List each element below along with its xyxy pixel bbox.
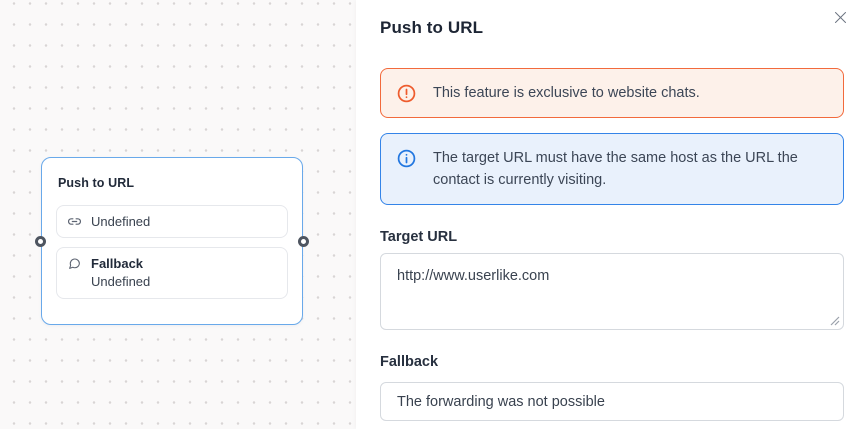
- link-icon: [68, 218, 81, 225]
- node-slot-fallback[interactable]: Fallback Undefined: [56, 247, 288, 299]
- info-alert-text: The target URL must have the same host a…: [433, 150, 798, 188]
- close-button[interactable]: [829, 6, 851, 28]
- warning-alert-text: This feature is exclusive to website cha…: [433, 85, 700, 101]
- settings-panel: Push to URL This feature is exclusive to…: [356, 0, 862, 429]
- node-title: Push to URL: [58, 176, 135, 190]
- connector-port-right[interactable]: [298, 236, 309, 247]
- resize-handle-icon[interactable]: [830, 316, 840, 326]
- panel-title: Push to URL: [380, 18, 484, 37]
- warning-alert: This feature is exclusive to website cha…: [380, 68, 844, 118]
- slot-title: Fallback: [91, 256, 144, 271]
- target-url-textarea[interactable]: http://www.userlike.com: [380, 253, 844, 330]
- node-slot-target-url[interactable]: Undefined: [56, 205, 288, 238]
- info-alert: The target URL must have the same host a…: [380, 133, 844, 205]
- alert-circle-icon: [397, 84, 416, 102]
- slot-value: Undefined: [91, 214, 151, 229]
- slot-value: Undefined: [91, 274, 151, 289]
- chat-bubble-icon: [69, 258, 80, 269]
- fallback-input[interactable]: [380, 382, 844, 421]
- x-close-icon: [834, 11, 846, 23]
- node-push-to-url[interactable]: Push to URL Undefined Fallback Undefined: [35, 157, 309, 325]
- connector-port-left[interactable]: [35, 236, 46, 247]
- fallback-label: Fallback: [380, 354, 439, 370]
- target-url-label: Target URL: [380, 229, 458, 245]
- flow-canvas[interactable]: Push to URL Undefined Fallback Undefined: [0, 0, 356, 429]
- info-circle-icon: [397, 149, 416, 167]
